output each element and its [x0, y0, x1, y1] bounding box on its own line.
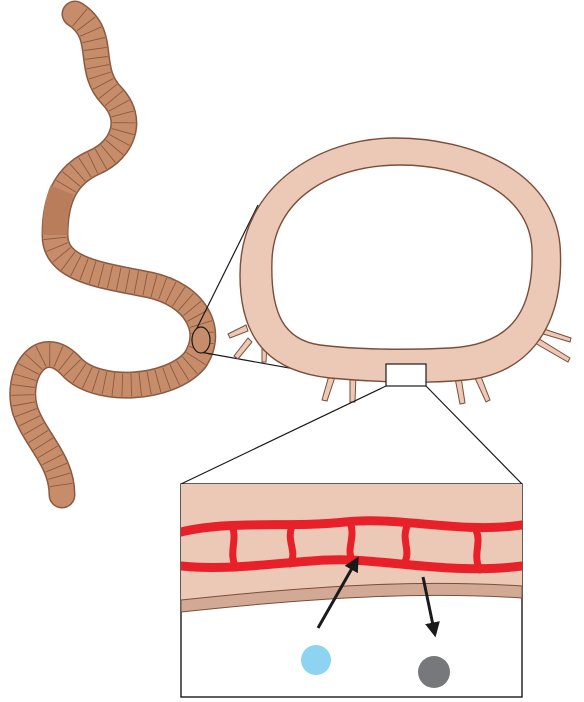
co2-molecule-dot [418, 656, 450, 688]
earthworm [11, 9, 214, 495]
body-wall [240, 138, 561, 382]
worm-clitellum [55, 190, 62, 235]
worm-section-marker [192, 327, 210, 353]
cross-section [228, 138, 571, 404]
skin-inset [181, 484, 522, 697]
zoom-marker-box [386, 364, 426, 386]
worm-segment-ring [11, 395, 34, 396]
oxygen-molecule-dot [301, 645, 331, 675]
